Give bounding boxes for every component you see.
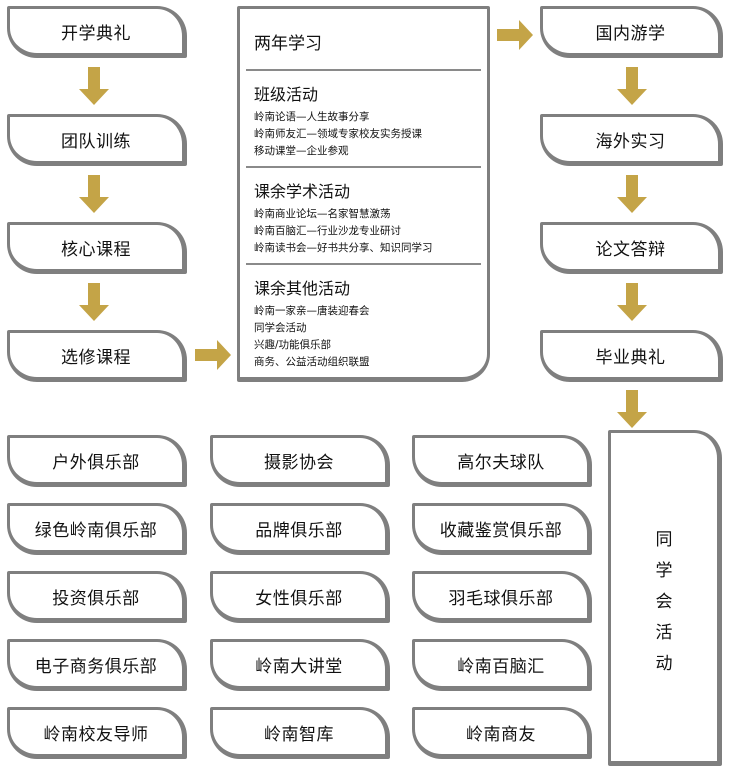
vertical-char: 动	[655, 654, 673, 674]
club-label: 岭南校友导师	[43, 724, 149, 745]
section-other-activities: 课余其他活动 岭南一家亲—唐装迎春会 同学会活动 兴趣/功能俱乐部 商务、公益活…	[254, 275, 477, 371]
section-title: 课余学术活动	[254, 182, 351, 201]
club-label: 品牌俱乐部	[255, 520, 343, 541]
vertical-char: 同	[655, 530, 673, 550]
activity-item: 岭南读书会—好书共分享、知识同学习	[254, 242, 433, 254]
club-label: 摄影协会	[264, 452, 334, 473]
club-outdoor: 户外俱乐部	[7, 435, 187, 487]
club-label: 岭南商友	[466, 724, 536, 745]
vertical-char: 会	[655, 592, 673, 612]
activity-item: 岭南师友汇—领域专家校友实务授课	[254, 128, 422, 140]
arrow-down-icon	[79, 175, 109, 213]
two-year-study-panel: 两年学习 班级活动 岭南论语—人生故事分享 岭南师友汇—领域专家校友实务授课 移…	[237, 6, 490, 382]
club-photography: 摄影协会	[210, 435, 390, 487]
flow-step-label: 海外实习	[595, 131, 666, 152]
arrow-down-icon	[617, 175, 647, 213]
vertical-char: 活	[655, 623, 673, 643]
club-label: 岭南百脑汇	[457, 656, 545, 677]
flow-step-label: 开学典礼	[61, 23, 131, 44]
club-investment: 投资俱乐部	[7, 571, 187, 623]
section-divider	[246, 166, 481, 168]
activity-item: 同学会活动	[254, 322, 307, 334]
vertical-char: 学	[655, 561, 673, 581]
arrow-down-icon	[617, 283, 647, 321]
section-class-activities: 班级活动 岭南论语—人生故事分享 岭南师友汇—领域专家校友实务授课 移动课堂—企…	[254, 81, 477, 160]
flow-step-core-courses: 核心课程	[7, 222, 187, 274]
activity-item: 兴趣/功能俱乐部	[254, 339, 332, 351]
flow-step-label: 论文答辩	[595, 239, 666, 260]
club-label: 绿色岭南俱乐部	[34, 520, 158, 541]
flow-step-graduation-ceremony: 毕业典礼	[540, 330, 723, 382]
flow-step-opening-ceremony: 开学典礼	[7, 6, 187, 58]
activity-item: 商务、公益活动组织联盟	[254, 356, 370, 368]
activity-item: 岭南论语—人生故事分享	[254, 111, 370, 123]
club-lecture-hall: 岭南大讲堂	[210, 639, 390, 691]
club-brand: 品牌俱乐部	[210, 503, 390, 555]
club-collection: 收藏鉴赏俱乐部	[412, 503, 592, 555]
flow-step-label: 核心课程	[61, 239, 131, 260]
flow-step-domestic-study-tour: 国内游学	[540, 6, 723, 58]
section-divider	[246, 69, 481, 71]
club-women: 女性俱乐部	[210, 571, 390, 623]
flow-step-label: 毕业典礼	[595, 347, 666, 368]
arrow-down-icon	[617, 390, 647, 428]
club-label: 收藏鉴赏俱乐部	[439, 520, 563, 541]
arrow-down-icon	[617, 67, 647, 105]
club-label: 岭南智库	[264, 724, 334, 745]
alumni-activities-label: 同 学 会 活 动	[611, 525, 717, 680]
club-label: 羽毛球俱乐部	[448, 588, 554, 609]
activity-item: 移动课堂—企业参观	[254, 145, 349, 157]
club-label: 女性俱乐部	[255, 588, 343, 609]
arrow-right-icon	[497, 20, 533, 50]
club-badminton: 羽毛球俱乐部	[412, 571, 592, 623]
flow-step-label: 国内游学	[595, 23, 666, 44]
club-label: 电子商务俱乐部	[34, 656, 158, 677]
club-think-tank: 岭南智库	[210, 707, 390, 759]
arrow-right-icon	[195, 340, 231, 370]
section-divider	[246, 263, 481, 265]
club-business-friends: 岭南商友	[412, 707, 592, 759]
club-label: 高尔夫球队	[457, 452, 545, 473]
section-title: 班级活动	[254, 85, 319, 104]
club-brain-hub: 岭南百脑汇	[412, 639, 592, 691]
flow-step-label: 选修课程	[61, 347, 131, 368]
club-label: 户外俱乐部	[52, 452, 140, 473]
arrow-down-icon	[79, 67, 109, 105]
club-golf-team: 高尔夫球队	[412, 435, 592, 487]
section-title: 课余其他活动	[254, 279, 351, 298]
club-green-lingnan: 绿色岭南俱乐部	[7, 503, 187, 555]
flow-step-label: 团队训练	[61, 131, 131, 152]
activity-item: 岭南百脑汇—行业沙龙专业研讨	[254, 225, 401, 237]
section-academic-activities: 课余学术活动 岭南商业论坛—名家智慧激荡 岭南百脑汇—行业沙龙专业研讨 岭南读书…	[254, 178, 477, 257]
arrow-down-icon	[79, 283, 109, 321]
alumni-activities-box: 同 学 会 活 动	[608, 430, 722, 766]
flow-step-team-training: 团队训练	[7, 114, 187, 166]
club-ecommerce: 电子商务俱乐部	[7, 639, 187, 691]
club-label: 岭南大讲堂	[255, 656, 343, 677]
flow-step-elective-courses: 选修课程	[7, 330, 187, 382]
flow-step-thesis-defense: 论文答辩	[540, 222, 723, 274]
flow-step-overseas-internship: 海外实习	[540, 114, 723, 166]
club-alumni-mentor: 岭南校友导师	[7, 707, 187, 759]
club-label: 投资俱乐部	[52, 588, 140, 609]
panel-title: 两年学习	[254, 34, 322, 54]
activity-item: 岭南一家亲—唐装迎春会	[254, 305, 370, 317]
activity-item: 岭南商业论坛—名家智慧激荡	[254, 208, 391, 220]
